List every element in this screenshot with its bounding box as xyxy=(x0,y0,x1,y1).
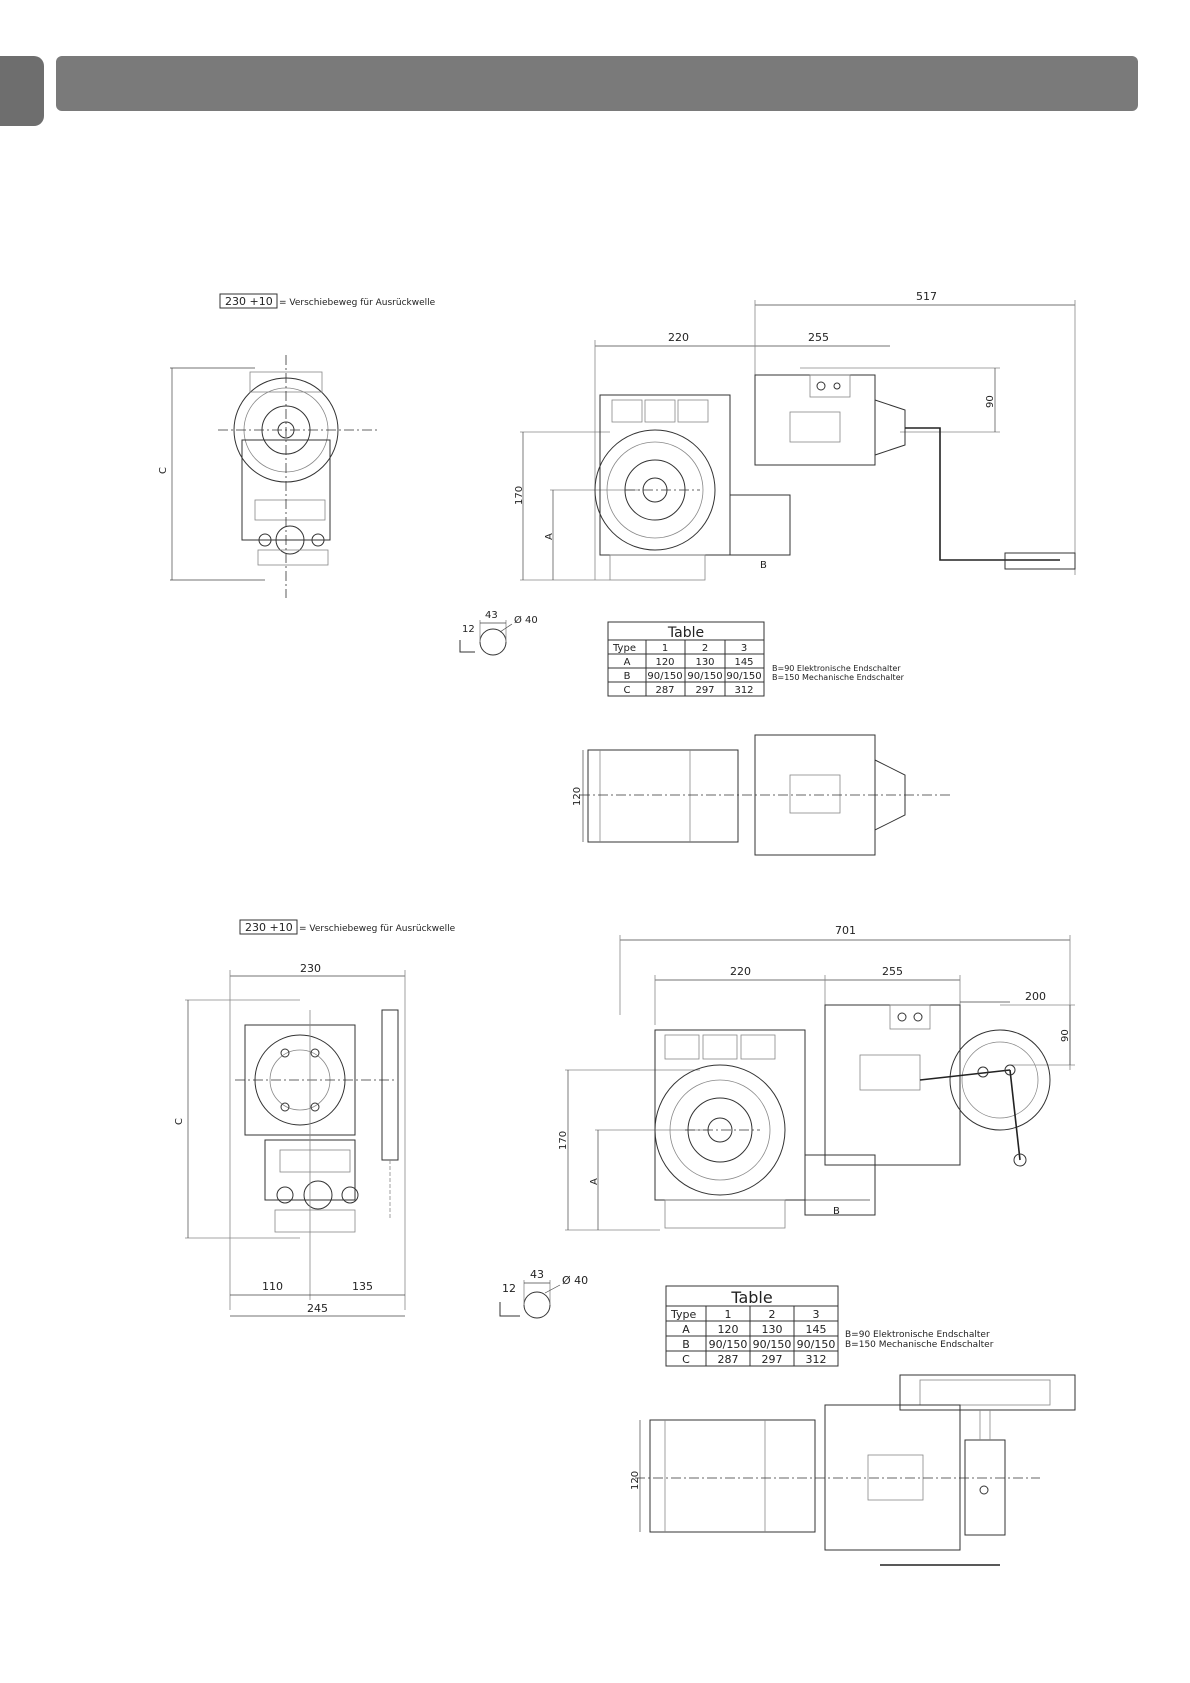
dim-B-1: B xyxy=(760,560,767,571)
table-1-cell: 287 xyxy=(655,685,674,696)
table-1-header-3: 3 xyxy=(741,643,747,654)
table-1-cell: A xyxy=(624,657,631,668)
dim-C-1: C xyxy=(158,467,169,474)
top-view-1: 120 xyxy=(572,734,950,856)
shaft-diameter-1: Ø 40 xyxy=(514,614,538,626)
shift-note-text: = Verschiebeweg für Ausrückwelle xyxy=(279,298,436,308)
dim-C-2: C xyxy=(174,1118,185,1125)
dim-170-2: 170 xyxy=(558,1131,569,1150)
table-2-cell: A xyxy=(682,1323,690,1336)
dim-90-2: 90 xyxy=(1060,1029,1071,1042)
table-2-header-3: 3 xyxy=(813,1308,820,1321)
table-2-cell: 90/150 xyxy=(753,1338,792,1351)
dim-220-1: 220 xyxy=(668,331,689,344)
shaft-offset-2: 12 xyxy=(502,1282,516,1295)
shift-value-box xyxy=(219,293,278,309)
table-2-cell: 145 xyxy=(806,1323,827,1336)
dim-120-2: 120 xyxy=(630,1471,641,1490)
table-2-cell: 90/150 xyxy=(709,1338,748,1351)
side-view-1: C xyxy=(158,355,380,598)
table-1-cell: B xyxy=(624,671,631,682)
table-1-cell: 312 xyxy=(734,685,753,696)
dim-255-2: 255 xyxy=(882,965,903,978)
table-2-note: B=90 Elektronische Endschalter xyxy=(845,1330,990,1340)
shift-value: 230 +10 xyxy=(245,921,293,934)
section-tab xyxy=(0,56,44,126)
drawing-1: 230 +10 = Verschiebeweg für Ausrückwelle… xyxy=(158,290,1076,856)
dim-200: 200 xyxy=(1025,990,1046,1003)
table-1-cell: 297 xyxy=(695,685,714,696)
shift-value-box xyxy=(239,919,298,935)
table-2-note: B=150 Mechanische Endschalter xyxy=(845,1340,994,1350)
dim-90-1: 90 xyxy=(985,395,996,408)
dim-135: 135 xyxy=(352,1280,373,1293)
type-table-2: Table Type 1 2 3 A 120 130 145 B 90/150 … xyxy=(665,1285,994,1367)
table-1-note: B=150 Mechanische Endschalter xyxy=(772,673,905,682)
table-1-cell: C xyxy=(624,685,631,696)
dim-A-1: A xyxy=(544,533,555,540)
dim-170-1: 170 xyxy=(514,486,525,505)
shift-note-text: = Verschiebeweg für Ausrückwelle xyxy=(299,924,456,934)
table-1-note: B=90 Elektronische Endschalter xyxy=(772,664,901,673)
shaft-offset-1: 12 xyxy=(462,624,475,635)
shaft-diameter-2: Ø 40 xyxy=(562,1274,588,1287)
dim-220-2: 220 xyxy=(730,965,751,978)
table-title-1: Table xyxy=(667,625,704,641)
table-1-cell: 90/150 xyxy=(687,671,722,682)
dim-B-2: B xyxy=(833,1206,840,1217)
table-2-cell: 130 xyxy=(762,1323,783,1336)
dim-245: 245 xyxy=(307,1302,328,1315)
dim-120-1: 120 xyxy=(572,787,583,806)
table-1-cell: 120 xyxy=(655,657,674,668)
table-2-header-2: 2 xyxy=(769,1308,776,1321)
dim-517: 517 xyxy=(916,290,937,303)
dim-255-1: 255 xyxy=(808,331,829,344)
shaft-detail-2: 43 12 Ø 40 xyxy=(499,1268,588,1319)
type-table-1: Table Type 1 2 3 A 120 130 145 B 90/150 … xyxy=(607,621,905,697)
table-2-header-0: Type xyxy=(670,1308,696,1321)
table-2-cell: 90/150 xyxy=(797,1338,836,1351)
header-bar xyxy=(56,56,1138,111)
shaft-width-1: 43 xyxy=(485,610,498,621)
dim-110: 110 xyxy=(262,1280,283,1293)
table-2-cell: 287 xyxy=(718,1353,739,1366)
table-2-cell: B xyxy=(682,1338,690,1351)
front-view-1: 517 220 255 90 170 A B xyxy=(514,290,1076,581)
table-1-cell: 145 xyxy=(734,657,753,668)
shift-value: 230 +10 xyxy=(225,295,273,308)
table-2-header-1: 1 xyxy=(725,1308,732,1321)
dim-A-2: A xyxy=(589,1178,600,1185)
table-2-cell: 120 xyxy=(718,1323,739,1336)
table-title-2: Table xyxy=(730,1288,772,1307)
table-1-cell: 130 xyxy=(695,657,714,668)
dim-230: 230 xyxy=(300,962,321,975)
shaft-width-2: 43 xyxy=(530,1268,544,1281)
side-view-2: 230 C 110 135 2 xyxy=(174,962,406,1317)
table-1-header-1: 1 xyxy=(662,643,668,654)
top-view-2: 120 xyxy=(630,1374,1076,1566)
dim-701: 701 xyxy=(835,924,856,937)
table-1-header-2: 2 xyxy=(702,643,708,654)
shaft-detail-1: 43 12 Ø 40 xyxy=(459,610,538,656)
drawing-2: 230 +10 = Verschiebeweg für Ausrückwelle… xyxy=(174,919,1076,1566)
table-2-cell: 297 xyxy=(762,1353,783,1366)
table-1-header-0: Type xyxy=(612,643,636,654)
table-1-cell: 90/150 xyxy=(647,671,682,682)
front-view-2: 701 220 255 200 90 170 A B xyxy=(558,924,1075,1231)
table-2-cell: 312 xyxy=(806,1353,827,1366)
table-1-cell: 90/150 xyxy=(726,671,761,682)
table-2-cell: C xyxy=(682,1353,690,1366)
